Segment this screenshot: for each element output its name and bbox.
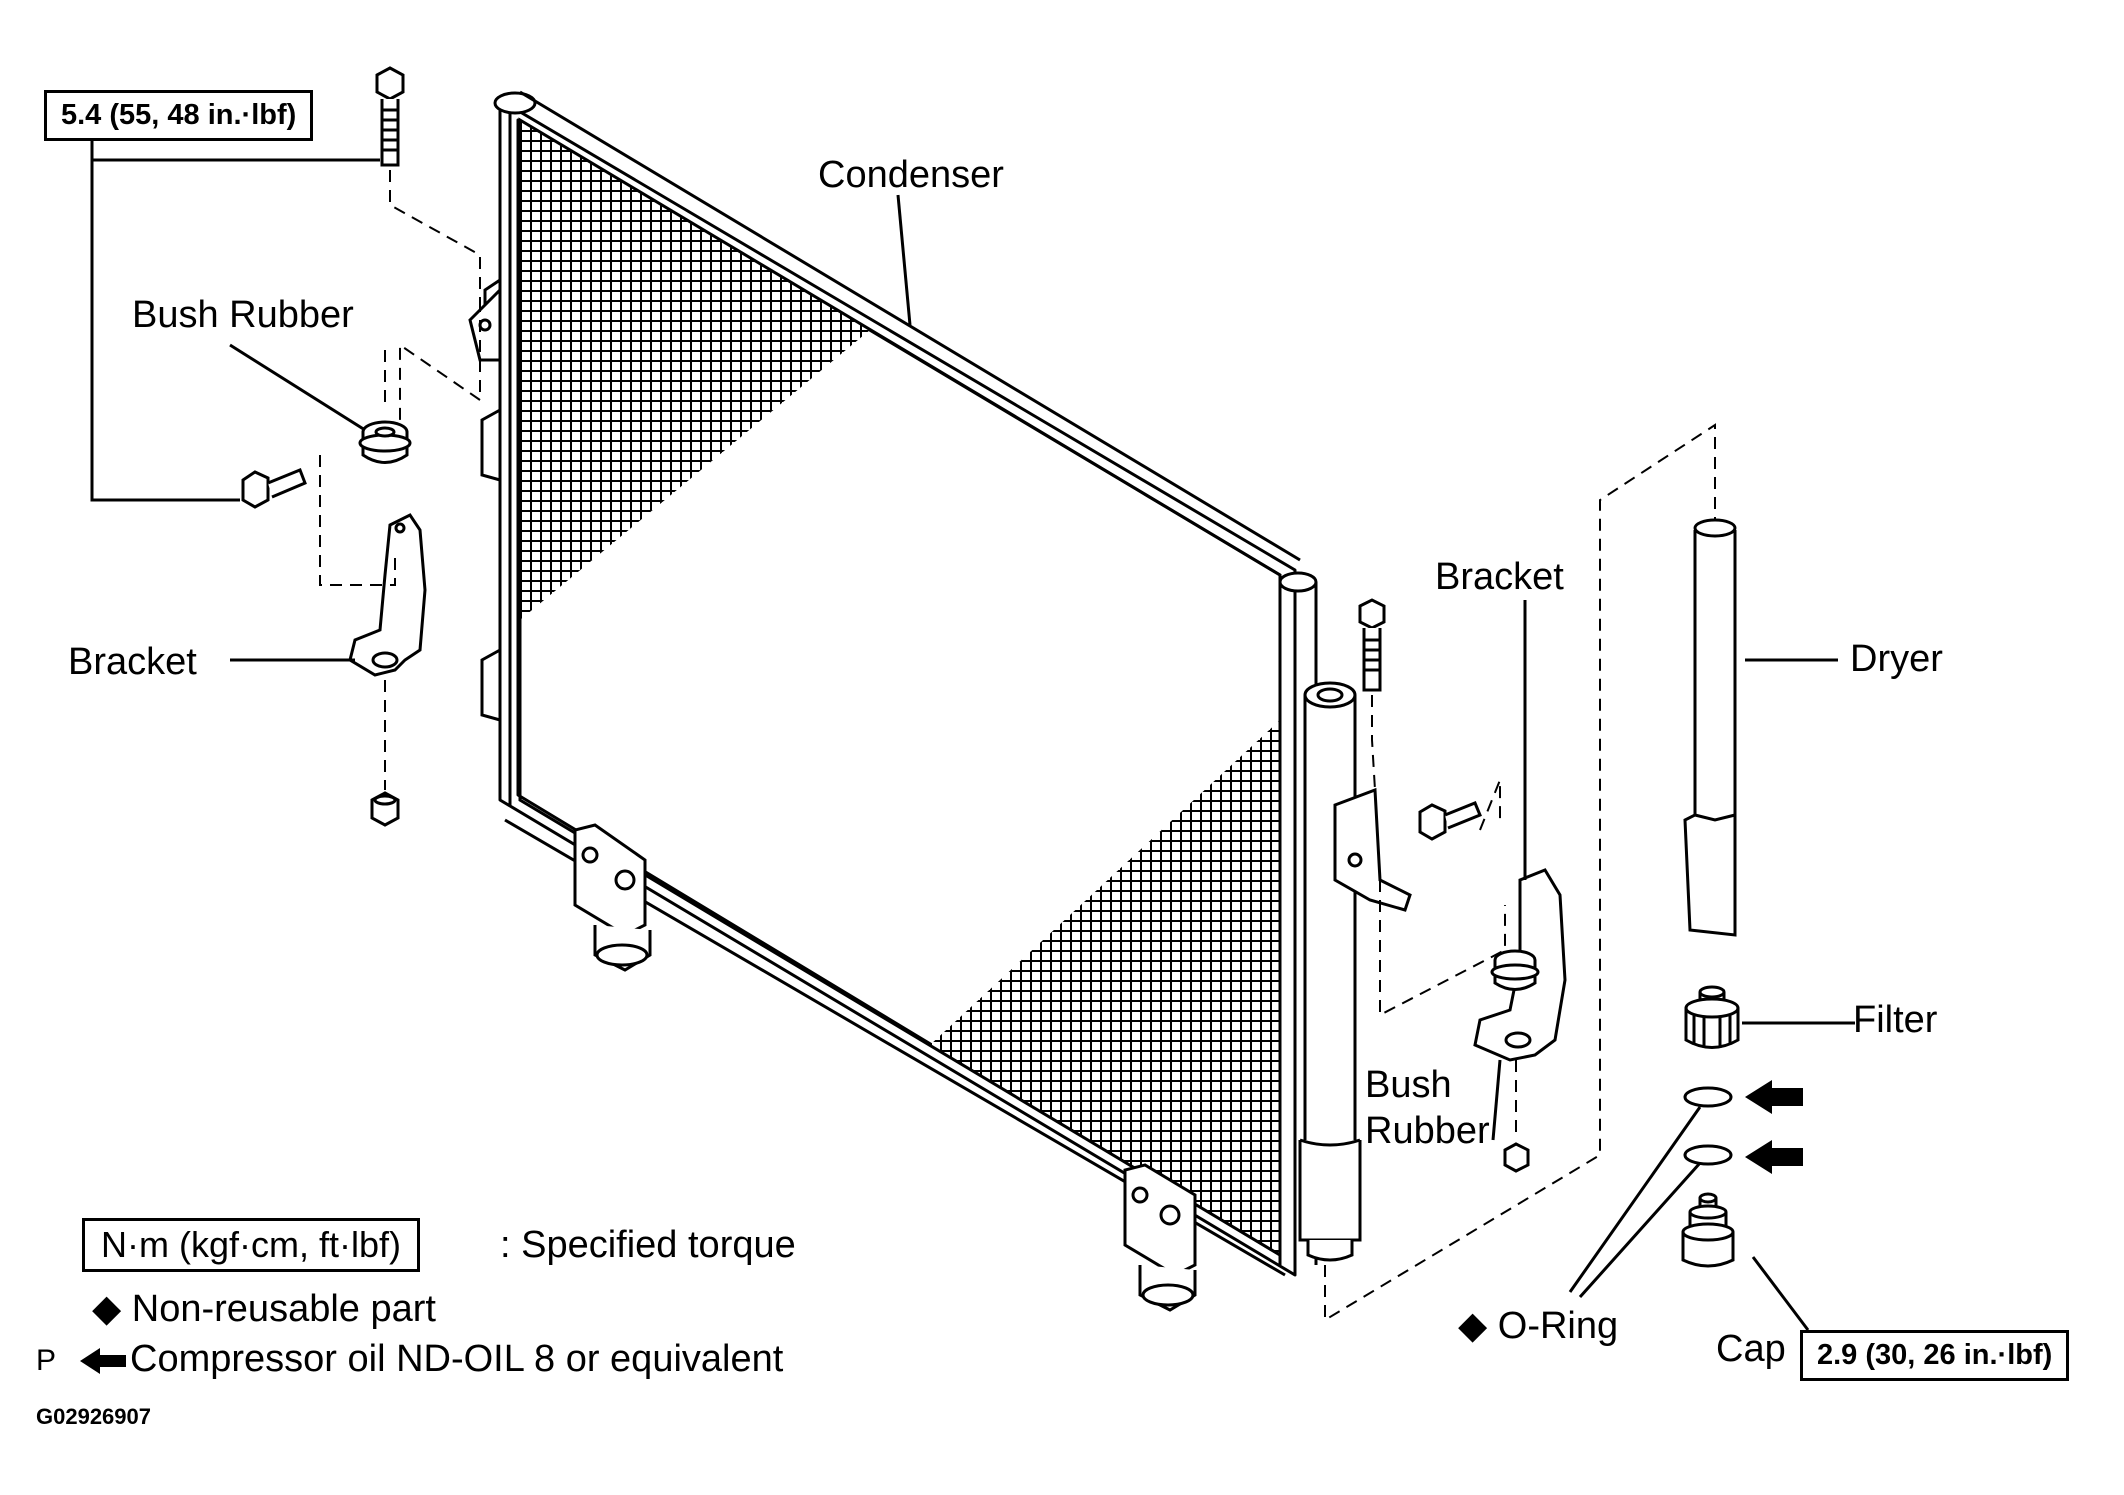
right-bush-rubber: [1490, 949, 1540, 991]
torque-box-cap: 2.9 (30, 26 in.·lbf): [1800, 1330, 2070, 1381]
label-condenser: Condenser: [818, 154, 1004, 196]
condenser-bottom-bracket-right: [1123, 1163, 1197, 1312]
oil-arrow-upper-icon: [1745, 1080, 1803, 1114]
label-bush-rubber-right-1: Bush: [1365, 1064, 1452, 1106]
condenser-core-hatch-upper: [520, 120, 870, 620]
left-bracket: [348, 513, 427, 677]
legend-p-marker: P: [36, 1344, 57, 1377]
left-bush-rubber: [358, 420, 412, 464]
left-nut: [370, 791, 400, 827]
label-bracket-left: Bracket: [68, 641, 197, 683]
right-top-bolt: [1358, 598, 1386, 692]
o-ring-lower: [1683, 1144, 1733, 1166]
label-bracket-right: Bracket: [1435, 556, 1564, 598]
legend-arrow-icon: [80, 1348, 126, 1374]
legend-non-reusable: ◆ Non-reusable part: [92, 1288, 436, 1330]
legend-unit-desc: : Specified torque: [500, 1224, 796, 1266]
oil-arrow-lower-icon: [1745, 1140, 1803, 1174]
legend-unit-box: N·m (kgf·cm, ft·lbf): [82, 1218, 420, 1272]
cap: [1681, 1192, 1735, 1268]
o-ring-upper: [1683, 1086, 1733, 1108]
label-filter: Filter: [1853, 999, 1938, 1041]
dryer: [1683, 518, 1737, 937]
left-side-bolt: [241, 468, 307, 509]
receiver-tank: [1298, 681, 1362, 1262]
legend-compressor-oil: Compressor oil ND-OIL 8 or equivalent: [130, 1338, 784, 1380]
right-nut: [1503, 1142, 1530, 1173]
condenser-bottom-bracket-left: [573, 823, 652, 972]
label-bush-rubber-left: Bush Rubber: [132, 294, 354, 336]
left-top-bolt: [375, 66, 405, 167]
label-o-ring: ◆ O-Ring: [1458, 1305, 1619, 1347]
right-side-bolt: [1418, 801, 1482, 841]
torque-box-bolt: 5.4 (55, 48 in.·lbf): [44, 90, 314, 141]
label-bush-rubber-right-2: Rubber: [1365, 1110, 1490, 1152]
figure-id: G02926907: [36, 1404, 151, 1429]
assembly-dashed-lines: [319, 170, 1716, 1322]
receiver-bracket: [1333, 787, 1412, 912]
leader-lines: [90, 138, 1855, 1331]
label-cap: Cap: [1716, 1328, 1786, 1370]
condenser-core-hatch-lower: [930, 720, 1280, 1255]
filter: [1684, 985, 1740, 1049]
label-dryer: Dryer: [1850, 638, 1943, 680]
